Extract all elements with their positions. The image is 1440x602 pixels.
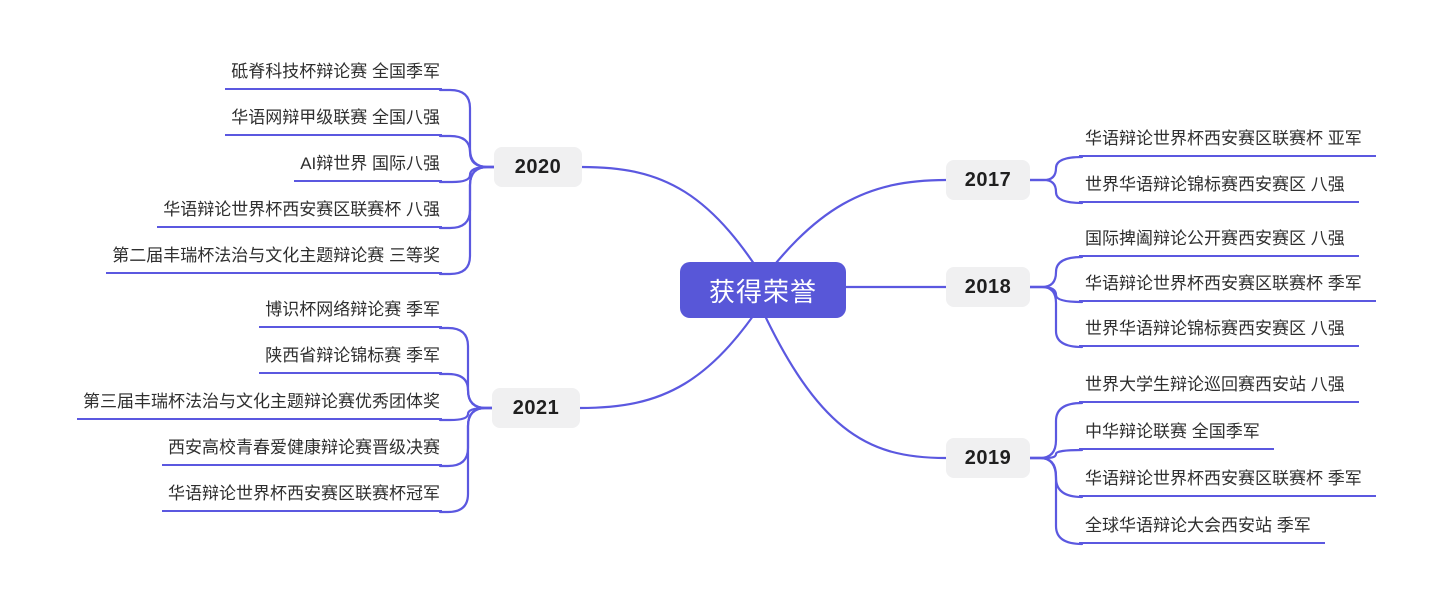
leaf-node[interactable]: 砥脊科技杯辩论赛 全国季军 (225, 58, 442, 90)
leaf-node[interactable]: 全球华语辩论大会西安站 季军 (1079, 512, 1325, 544)
edge-leaf (438, 165, 496, 184)
leaf-node[interactable]: 华语辩论世界杯西安赛区联赛杯 季军 (1079, 270, 1376, 302)
edge-leaf (1028, 456, 1084, 546)
edge-leaf (438, 134, 496, 169)
leaf-node[interactable]: 华语辩论世界杯西安赛区联赛杯 季军 (1079, 465, 1376, 497)
edge-leaf (438, 88, 496, 169)
edge-root-2019 (748, 281, 948, 460)
leaf-node[interactable]: 国际捭阖辩论公开赛西安赛区 八强 (1079, 225, 1359, 257)
edge-leaf (1028, 255, 1084, 289)
leaf-node[interactable]: 华语辩论世界杯西安赛区联赛杯 八强 (157, 196, 442, 228)
edge-leaf (1028, 155, 1084, 182)
leaf-node[interactable]: 博识杯网络辩论赛 季军 (259, 296, 442, 328)
year-node-2021[interactable]: 2021 (492, 388, 580, 428)
edge-root-2020 (580, 165, 777, 299)
edge-leaf (1028, 285, 1084, 349)
edge-leaf (438, 372, 494, 410)
year-node-2020[interactable]: 2020 (494, 147, 582, 187)
root-node[interactable]: 获得荣誉 (680, 262, 846, 318)
leaf-node[interactable]: 华语网辩甲级联赛 全国八强 (225, 104, 442, 136)
leaf-node[interactable]: 第二届丰瑞杯法治与文化主题辩论赛 三等奖 (106, 242, 442, 274)
leaf-node[interactable]: 华语辩论世界杯西安赛区联赛杯 亚军 (1079, 125, 1376, 157)
edge-leaf (1028, 448, 1084, 460)
year-node-2018[interactable]: 2018 (946, 267, 1030, 307)
leaf-node[interactable]: 世界华语辩论锦标赛西安赛区 八强 (1079, 171, 1359, 203)
leaf-node[interactable]: 世界大学生辩论巡回赛西安站 八强 (1079, 371, 1359, 403)
leaf-node[interactable]: 世界华语辩论锦标赛西安赛区 八强 (1079, 315, 1359, 347)
year-node-2017[interactable]: 2017 (946, 160, 1030, 200)
leaf-node[interactable]: AI辩世界 国际八强 (294, 150, 442, 182)
edge-root-2021 (578, 281, 777, 410)
edge-leaf (438, 165, 496, 276)
edge-leaf (438, 326, 494, 410)
leaf-node[interactable]: 华语辩论世界杯西安赛区联赛杯冠军 (162, 480, 442, 512)
edge-leaf (438, 406, 494, 422)
leaf-node[interactable]: 中华辩论联赛 全国季军 (1079, 418, 1274, 450)
leaf-node[interactable]: 第三届丰瑞杯法治与文化主题辩论赛优秀团体奖 (77, 388, 442, 420)
leaf-node[interactable]: 陕西省辩论锦标赛 季军 (259, 342, 442, 374)
leaf-node[interactable]: 西安高校青春爱健康辩论赛晋级决赛 (162, 434, 442, 466)
edge-leaf (438, 165, 496, 230)
year-node-2019[interactable]: 2019 (946, 438, 1030, 478)
edge-leaf (438, 406, 494, 514)
edge-leaf (1028, 178, 1084, 205)
